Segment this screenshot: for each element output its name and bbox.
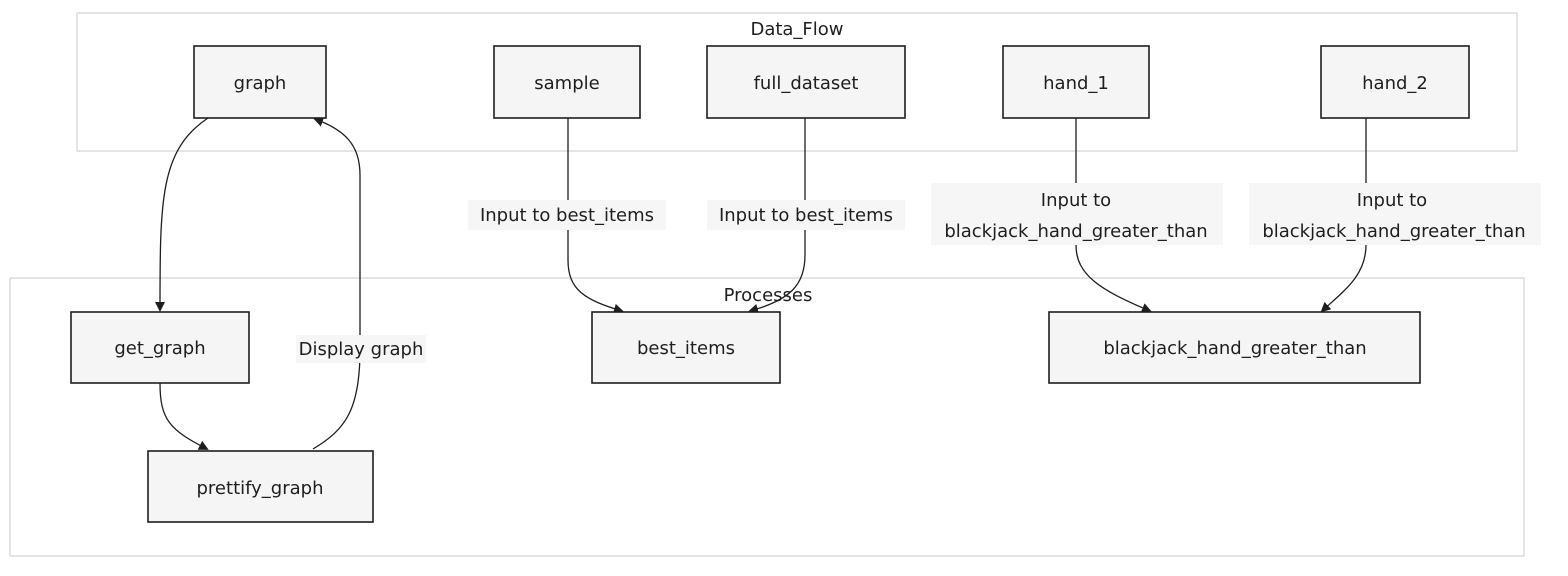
cluster-data-flow: Data_Flow: [76, 12, 1518, 152]
cluster-data-flow-title: Data_Flow: [750, 19, 843, 40]
node-graph-label: graph: [234, 73, 287, 94]
edge-label-hand-2-line-1: Input to: [1357, 190, 1427, 211]
node-sample-label: sample: [534, 73, 599, 94]
edge-hand-1-to-blackjack[interactable]: [1075, 118, 1152, 313]
node-hand-2-label: hand_2: [1362, 73, 1428, 94]
edge-hand-2-to-blackjack[interactable]: [1320, 118, 1367, 313]
edge-label-display-graph: Display graph: [299, 339, 424, 360]
edge-labels: Display graph Input to best_items Input …: [296, 183, 1541, 363]
edge-label-hand-1-line-1: Input to: [1041, 190, 1111, 211]
edge-label-full-dataset-to-best-items: Input to best_items: [719, 205, 893, 226]
edge-graph-to-get-graph[interactable]: [155, 117, 209, 312]
node-blackjack-hand-greater-than-label: blackjack_hand_greater_than: [1103, 338, 1366, 359]
edge-label-hand-2-line-2: blackjack_hand_greater_than: [1262, 221, 1525, 242]
edge-get-graph-to-prettify-graph[interactable]: [159, 382, 209, 450]
node-sample[interactable]: sample: [493, 45, 641, 119]
cluster-processes: Processes: [9, 277, 1525, 557]
edge-full-dataset-to-best-items[interactable]: [748, 118, 806, 314]
node-full-dataset[interactable]: full_dataset: [706, 45, 906, 119]
edges: [155, 117, 1367, 450]
node-hand-2[interactable]: hand_2: [1320, 45, 1470, 119]
edge-label-hand-1-line-2: blackjack_hand_greater_than: [944, 221, 1207, 242]
cluster-processes-title: Processes: [724, 285, 813, 306]
edge-label-sample-to-best-items: Input to best_items: [480, 205, 654, 226]
node-best-items[interactable]: best_items: [591, 311, 781, 384]
edge-sample-to-best-items[interactable]: [567, 118, 624, 314]
node-hand-1-label: hand_1: [1043, 73, 1109, 94]
node-prettify-graph-label: prettify_graph: [197, 478, 324, 499]
node-hand-1[interactable]: hand_1: [1002, 45, 1150, 119]
node-best-items-label: best_items: [637, 338, 735, 359]
node-full-dataset-label: full_dataset: [754, 73, 859, 94]
node-graph[interactable]: graph: [193, 45, 327, 119]
edge-prettify-graph-to-graph[interactable]: [312, 117, 361, 450]
node-get-graph-label: get_graph: [114, 338, 205, 359]
node-get-graph[interactable]: get_graph: [70, 311, 250, 384]
node-prettify-graph[interactable]: prettify_graph: [147, 450, 374, 523]
node-blackjack-hand-greater-than[interactable]: blackjack_hand_greater_than: [1048, 311, 1421, 384]
